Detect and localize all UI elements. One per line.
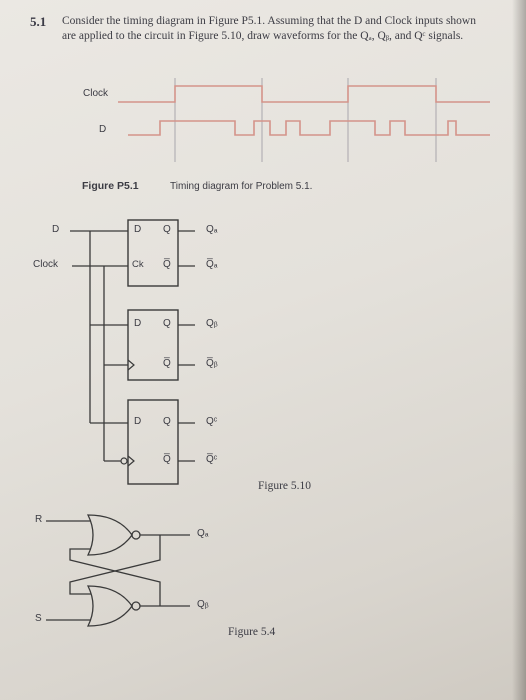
ff1-d-pin: D bbox=[134, 224, 142, 235]
ff2-q-pin: Q bbox=[163, 318, 171, 329]
output-qc-bar-label: Q̅ᶜ bbox=[206, 454, 218, 465]
flip-flop-1 bbox=[127, 219, 179, 287]
ff3-clock-bubble bbox=[120, 457, 128, 465]
ff2-clock-triangle bbox=[127, 359, 135, 371]
problem-text-line-2: are applied to the circuit in Figure 5.1… bbox=[62, 30, 464, 42]
output-qa-label: Qₐ bbox=[206, 224, 218, 235]
circuit-clock-input-label: Clock bbox=[33, 259, 59, 270]
output-qc-label: Qᶜ bbox=[206, 416, 218, 427]
ff3-qbar-pin: Q̅ bbox=[163, 454, 171, 465]
ff1-ck-pin: Ck bbox=[132, 259, 144, 270]
sr-latch bbox=[46, 514, 190, 627]
timing-clock-label: Clock bbox=[83, 88, 109, 99]
figure-p5-1-caption: Timing diagram for Problem 5.1. bbox=[170, 181, 313, 192]
problem-number: 5.1 bbox=[30, 14, 47, 29]
output-qb-bar-label: Q̅ᵦ bbox=[206, 358, 218, 369]
figure-5-4-label: Figure 5.4 bbox=[228, 626, 276, 638]
ff3-clock-triangle bbox=[127, 455, 135, 467]
flip-flop-2 bbox=[127, 309, 179, 381]
flip-flop-3 bbox=[127, 399, 179, 485]
figure-5-10-label: Figure 5.10 bbox=[258, 480, 312, 492]
output-qb-label: Qᵦ bbox=[206, 318, 218, 329]
timing-d-label: D bbox=[99, 124, 107, 135]
figure-p5-1-label: Figure P5.1 bbox=[82, 180, 139, 192]
ff1-qbar-pin: Q̅ bbox=[163, 259, 171, 270]
ff3-q-pin: Q bbox=[163, 416, 171, 427]
problem-text-line-1: Consider the timing diagram in Figure P5… bbox=[62, 15, 476, 27]
nor-gate-upper bbox=[86, 514, 133, 556]
timing-gridlines bbox=[174, 78, 437, 162]
ff2-qbar-pin: Q̅ bbox=[163, 358, 171, 369]
latch-qa-label: Qₐ bbox=[197, 528, 209, 539]
latch-s-label: S bbox=[35, 613, 42, 624]
ff2-d-pin: D bbox=[134, 318, 142, 329]
latch-r-label: R bbox=[35, 514, 43, 525]
output-qa-bar-label: Q̅ₐ bbox=[206, 259, 218, 270]
d-waveform bbox=[128, 120, 490, 136]
circuit-d-input-label: D bbox=[52, 224, 60, 235]
latch-qb-label: Qᵦ bbox=[197, 599, 209, 610]
ff1-q-pin: Q bbox=[163, 224, 171, 235]
page-edge-shadow bbox=[512, 0, 526, 700]
ff3-d-pin: D bbox=[134, 416, 142, 427]
circuit-wiring bbox=[70, 230, 195, 462]
nor-gate-lower bbox=[86, 585, 133, 627]
clock-waveform bbox=[118, 85, 490, 103]
